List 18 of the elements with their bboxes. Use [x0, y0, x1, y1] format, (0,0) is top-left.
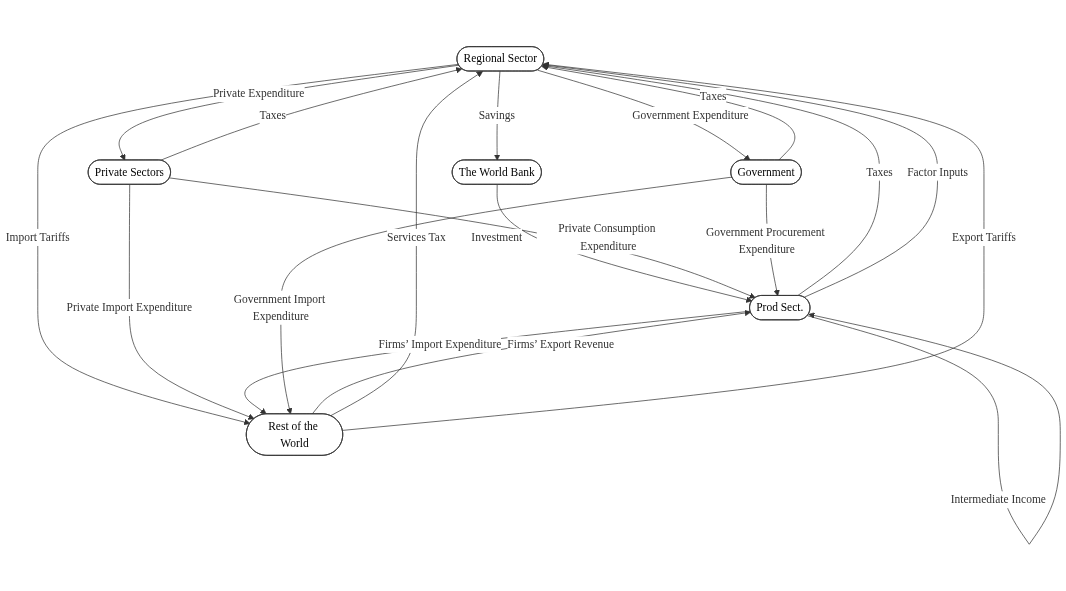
edge-label: Government Import Expenditure: [233, 292, 326, 322]
edge-label: Import Tariffs: [5, 230, 70, 244]
edge-label: Factor Inputs: [907, 165, 968, 178]
edge-label: Services Tax: [387, 230, 446, 244]
edge-label: Firms’ Import Expenditure: [378, 337, 502, 351]
edge-label: Government Expenditure: [632, 109, 749, 122]
edge-label: Firms’ Export Revenue: [507, 338, 615, 351]
edge-label: Investment: [471, 230, 523, 244]
edge-label: Taxes: [259, 109, 287, 122]
edge-label: Intermediate Income: [950, 493, 1046, 506]
edge-label: Savings: [478, 109, 515, 122]
edge-label: Private Consumption Expenditure: [558, 222, 656, 252]
edge-label: Private Expenditure: [212, 87, 305, 100]
edge-label: Export Tariffs: [951, 230, 1017, 244]
edge-label: Taxes: [699, 89, 727, 103]
edge-label: Private Import Expenditure: [66, 301, 193, 314]
edge-label: Government Procurement Expenditure: [705, 225, 825, 256]
edge-label: Taxes: [866, 165, 893, 178]
